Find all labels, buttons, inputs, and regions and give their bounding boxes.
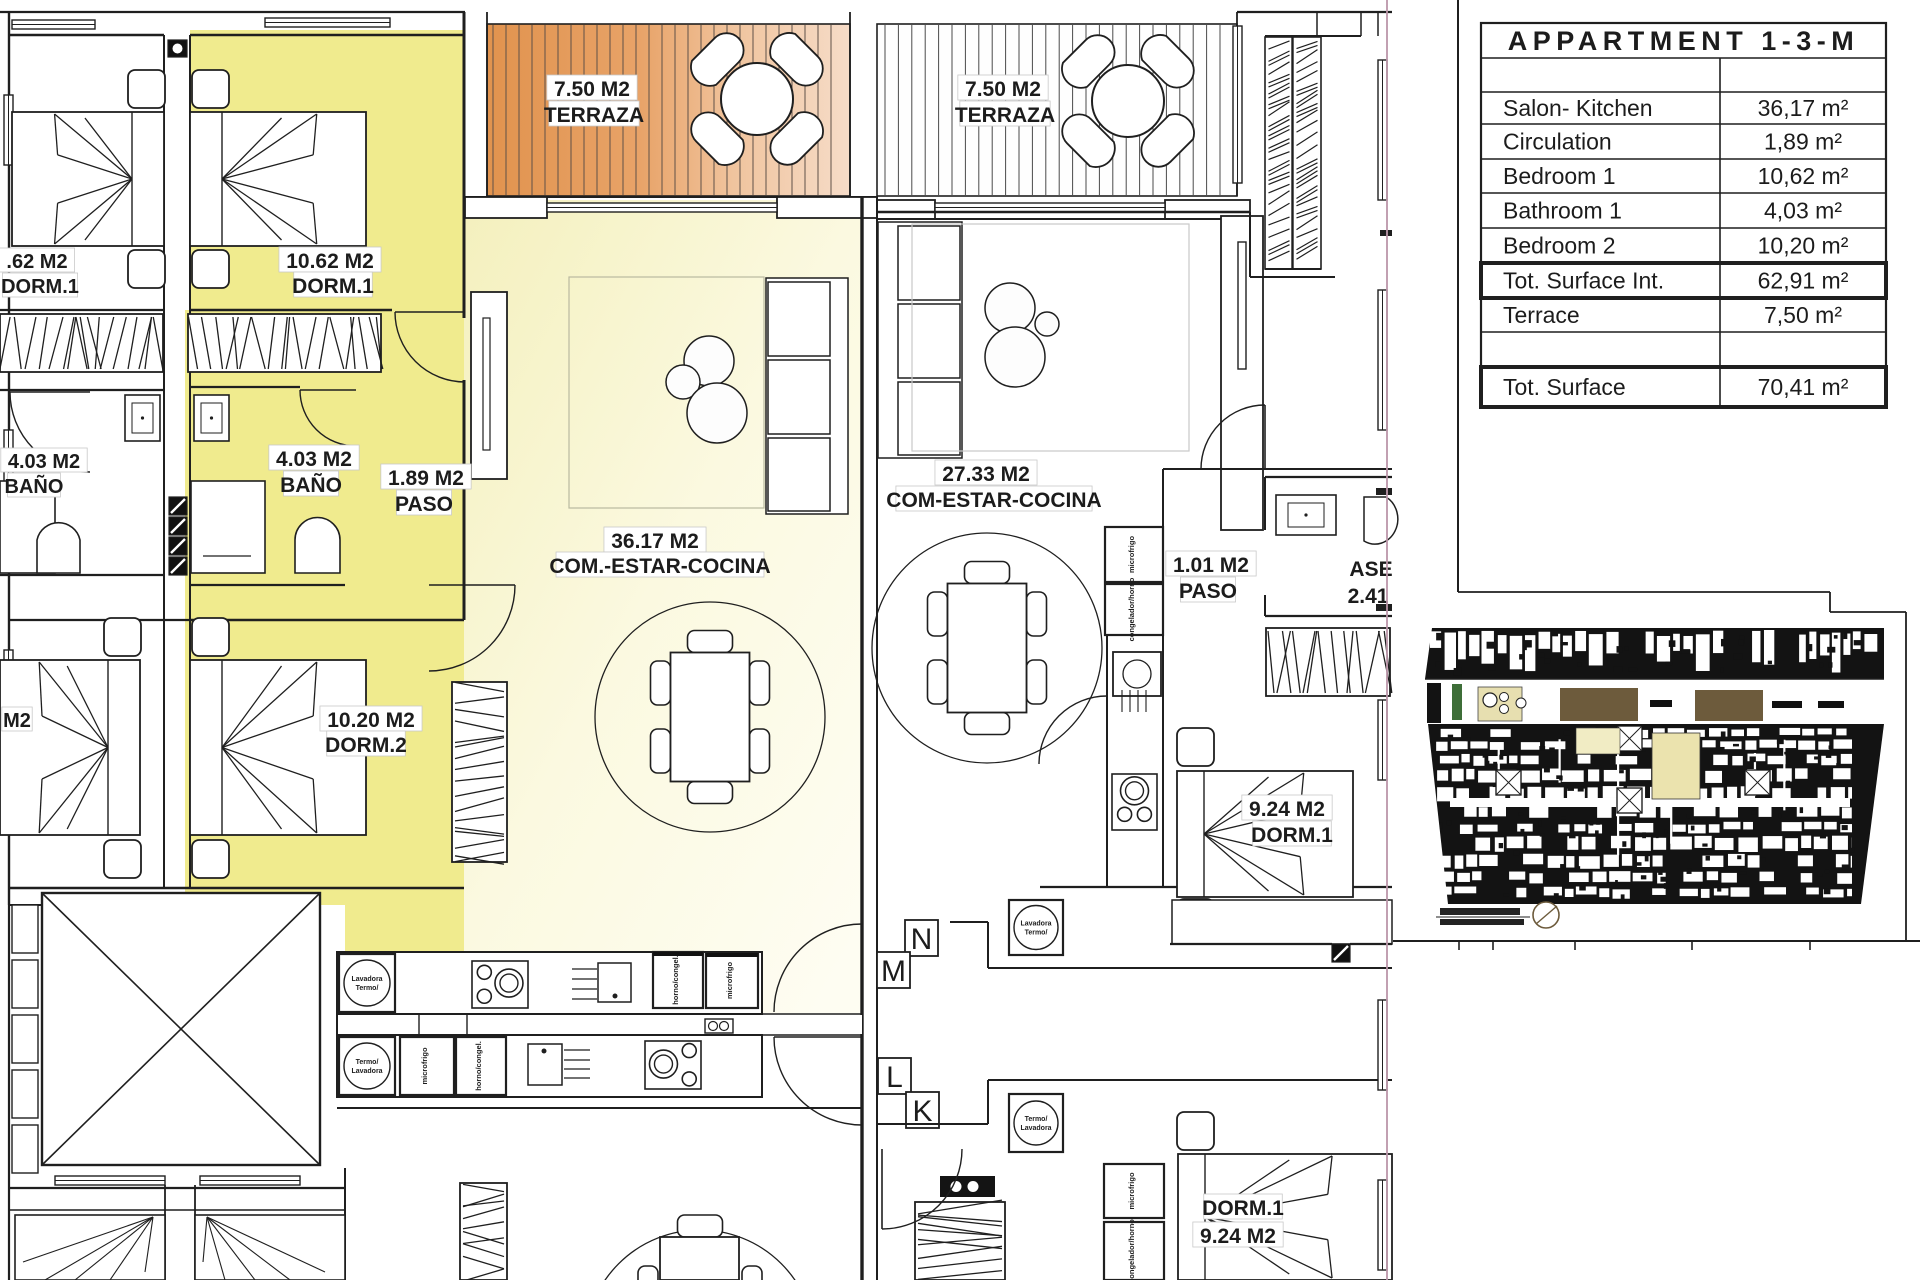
svg-text:Circulation: Circulation xyxy=(1503,129,1612,155)
svg-text:2.41: 2.41 xyxy=(1348,585,1389,608)
svg-text:7.50 M2: 7.50 M2 xyxy=(554,78,630,101)
svg-text:APPARTMENT 1-3-M: APPARTMENT 1-3-M xyxy=(1508,26,1860,56)
svg-text:Tot. Surface: Tot. Surface xyxy=(1503,374,1626,400)
svg-text:36,17 m²: 36,17 m² xyxy=(1758,95,1849,121)
svg-text:microfrigo: microfrigo xyxy=(1127,1172,1136,1210)
svg-text:COM.-ESTAR-COCINA: COM.-ESTAR-COCINA xyxy=(549,555,770,578)
svg-text:36.17 M2: 36.17 M2 xyxy=(611,530,699,553)
svg-text:10.62 M2: 10.62 M2 xyxy=(286,250,374,273)
svg-text:1.89 M2: 1.89 M2 xyxy=(388,467,464,490)
svg-text:10,62 m²: 10,62 m² xyxy=(1758,163,1849,189)
svg-text:.62 M2: .62 M2 xyxy=(6,251,67,273)
svg-text:N: N xyxy=(911,923,933,956)
svg-text:BAÑO: BAÑO xyxy=(280,474,342,497)
svg-text:DORM.1: DORM.1 xyxy=(1202,1197,1284,1220)
svg-text:7,50 m²: 7,50 m² xyxy=(1764,302,1842,328)
svg-text:COM-ESTAR-COCINA: COM-ESTAR-COCINA xyxy=(886,489,1101,512)
svg-text:Lavadora: Lavadora xyxy=(351,1068,382,1075)
svg-text:microfrigo: microfrigo xyxy=(1127,536,1136,574)
svg-text:1.01 M2: 1.01 M2 xyxy=(1173,554,1249,577)
svg-text:BAÑO: BAÑO xyxy=(5,475,64,498)
svg-text:Termo/: Termo/ xyxy=(1025,930,1048,937)
svg-text:4,03 m²: 4,03 m² xyxy=(1764,198,1842,224)
svg-text:congelador/horno: congelador/horno xyxy=(1127,1219,1136,1280)
svg-text:Bathroom 1: Bathroom 1 xyxy=(1503,198,1622,224)
svg-text:Bedroom 1: Bedroom 1 xyxy=(1503,163,1616,189)
svg-text:DORM.1: DORM.1 xyxy=(1,276,79,298)
svg-text:4.03 M2: 4.03 M2 xyxy=(8,451,80,473)
svg-text:DORM.1: DORM.1 xyxy=(1251,824,1333,847)
svg-text:1,89 m²: 1,89 m² xyxy=(1764,129,1842,155)
svg-text:10.20 M2: 10.20 M2 xyxy=(327,709,415,732)
svg-text:Salon- Kitchen: Salon- Kitchen xyxy=(1503,95,1653,121)
svg-text:62,91 m²: 62,91 m² xyxy=(1758,268,1849,294)
svg-text:TERRAZA: TERRAZA xyxy=(955,104,1055,127)
svg-text:TERRAZA: TERRAZA xyxy=(544,104,644,127)
svg-text:ASE: ASE xyxy=(1349,558,1392,581)
svg-text:Tot. Surface Int.: Tot. Surface Int. xyxy=(1503,268,1664,294)
svg-text:9.24 M2: 9.24 M2 xyxy=(1200,1225,1276,1248)
svg-text:M: M xyxy=(881,955,906,988)
svg-text:Lavadora: Lavadora xyxy=(1020,1125,1051,1132)
svg-text:4.03 M2: 4.03 M2 xyxy=(276,448,352,471)
svg-text:Termo/: Termo/ xyxy=(356,1059,379,1066)
svg-text:L: L xyxy=(886,1061,903,1094)
svg-text:PASO: PASO xyxy=(1179,580,1237,603)
svg-text:congelador/horno: congelador/horno xyxy=(1127,577,1136,641)
svg-text:Termo/: Termo/ xyxy=(1025,1116,1048,1123)
svg-text:horno/congel.: horno/congel. xyxy=(671,955,680,1005)
svg-text:27.33 M2: 27.33 M2 xyxy=(942,463,1030,486)
svg-text:Bedroom 2: Bedroom 2 xyxy=(1503,233,1616,259)
svg-text:Lavadora: Lavadora xyxy=(351,976,382,983)
svg-text:Terrace: Terrace xyxy=(1503,302,1580,328)
svg-text:Lavadora: Lavadora xyxy=(1020,921,1051,928)
svg-text:DORM.1: DORM.1 xyxy=(292,275,374,298)
svg-text:K: K xyxy=(912,1095,932,1128)
svg-text:Termo/: Termo/ xyxy=(356,985,379,992)
svg-text:9.24 M2: 9.24 M2 xyxy=(1249,798,1325,821)
svg-text:microfrigo: microfrigo xyxy=(725,962,734,1000)
svg-text:M2: M2 xyxy=(3,710,31,732)
svg-text:PASO: PASO xyxy=(395,493,453,516)
svg-text:horno/congel.: horno/congel. xyxy=(474,1041,483,1091)
svg-text:DORM.2: DORM.2 xyxy=(325,734,407,757)
svg-text:10,20 m²: 10,20 m² xyxy=(1758,233,1849,259)
svg-text:70,41 m²: 70,41 m² xyxy=(1758,374,1849,400)
svg-text:7.50 M2: 7.50 M2 xyxy=(965,78,1041,101)
svg-text:microfrigo: microfrigo xyxy=(420,1047,429,1085)
